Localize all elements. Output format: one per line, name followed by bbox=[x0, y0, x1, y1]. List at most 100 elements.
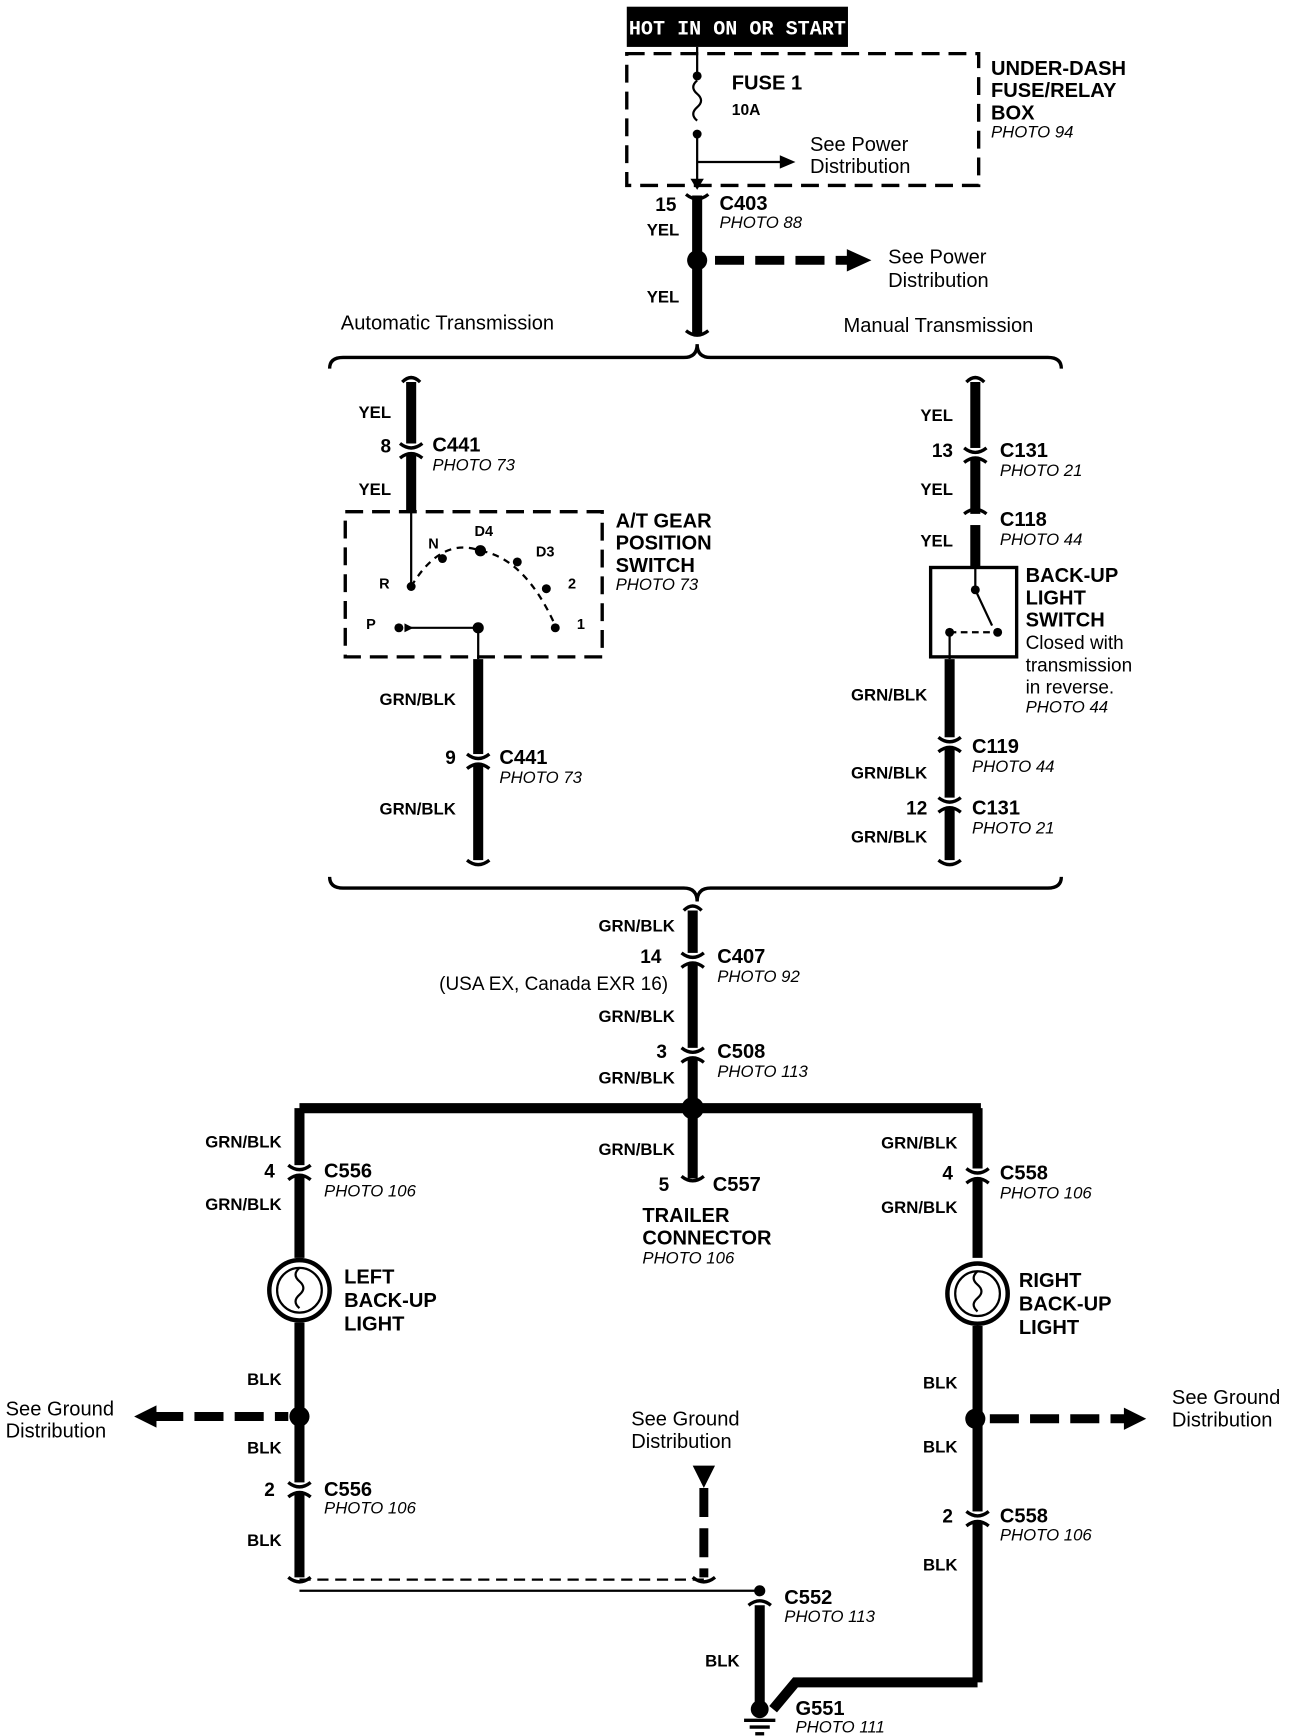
right-light-1: RIGHT bbox=[1019, 1270, 1082, 1292]
auto-c441-top-pin: 8 bbox=[381, 436, 392, 457]
left-c556-top-pin: 4 bbox=[264, 1161, 275, 1182]
manual-wire-top: YEL bbox=[920, 406, 953, 425]
pos-P: P bbox=[366, 617, 376, 633]
right-wire-top: GRN/BLK bbox=[881, 1133, 957, 1152]
bu-switch-photo: PHOTO 44 bbox=[1026, 698, 1109, 717]
right-c558-top-pin: 4 bbox=[942, 1164, 953, 1185]
left-wire-blk3: BLK bbox=[247, 1531, 281, 1550]
fuse-relay-box bbox=[625, 51, 981, 188]
manual-wire-mid: YEL bbox=[920, 480, 953, 499]
right-c558-bot-photo: PHOTO 106 bbox=[1000, 1526, 1093, 1545]
ground-icon bbox=[744, 1718, 776, 1736]
center-ground-arrow-icon bbox=[692, 1465, 716, 1488]
right-c558-bot-pin: 2 bbox=[942, 1507, 953, 1528]
right-ground-arrow-icon bbox=[1123, 1407, 1147, 1430]
left-see-ground-1: See Ground bbox=[6, 1398, 114, 1420]
manual-wire-low2: GRN/BLK bbox=[851, 764, 927, 783]
manual-c131-top-pin: 13 bbox=[932, 441, 953, 462]
fuse-name: FUSE 1 bbox=[732, 72, 802, 94]
left-c556-top-photo: PHOTO 106 bbox=[324, 1181, 417, 1200]
bu-switch-note-3: in reverse. bbox=[1026, 678, 1115, 699]
manual-c119-photo: PHOTO 44 bbox=[972, 757, 1055, 776]
c403-name: C403 bbox=[719, 193, 767, 215]
trailer-wire: GRN/BLK bbox=[598, 1140, 674, 1159]
right-ground-splice bbox=[965, 1408, 986, 1429]
fuse-box-title-2: FUSE/RELAY bbox=[991, 80, 1117, 102]
fuse-box-title-3: BOX bbox=[991, 103, 1035, 125]
right-c558-top-name: C558 bbox=[1000, 1163, 1048, 1185]
right-see-ground-2: Distribution bbox=[1172, 1410, 1273, 1432]
c403-pin-arrow bbox=[690, 178, 704, 190]
left-ground-splice bbox=[289, 1406, 310, 1427]
auto-wire-mid: YEL bbox=[358, 480, 391, 499]
c407-pin: 14 bbox=[640, 947, 662, 968]
back-up-light-switch bbox=[928, 565, 1019, 659]
c407-name: C407 bbox=[717, 946, 765, 968]
at-switch-title-2: POSITION bbox=[616, 533, 712, 555]
right-c558-top-photo: PHOTO 106 bbox=[1000, 1184, 1093, 1203]
bu-switch-title-1: BACK-UP bbox=[1026, 565, 1119, 587]
manual-c131-top-name: C131 bbox=[1000, 440, 1048, 462]
hot-label-box bbox=[626, 6, 848, 47]
auto-wire-low: GRN/BLK bbox=[380, 690, 456, 709]
left-wire-blk2: BLK bbox=[247, 1438, 281, 1457]
c508-photo: PHOTO 113 bbox=[717, 1062, 808, 1081]
manual-wire-mid2: YEL bbox=[920, 531, 953, 550]
center-see-ground-2: Distribution bbox=[631, 1431, 732, 1453]
auto-wire-top: YEL bbox=[358, 403, 391, 422]
right-light-2: BACK-UP bbox=[1019, 1293, 1112, 1315]
left-wire-mid: GRN/BLK bbox=[205, 1195, 281, 1214]
right-see-ground-1: See Ground bbox=[1172, 1387, 1280, 1409]
right-wire-blk2: BLK bbox=[923, 1437, 957, 1456]
left-c556-bot-name: C556 bbox=[324, 1479, 372, 1501]
c403-photo: PHOTO 88 bbox=[719, 213, 802, 232]
fuse-box-photo: PHOTO 94 bbox=[991, 122, 1074, 141]
c407-note: (USA EX, Canada EXR 16) bbox=[439, 974, 668, 995]
left-light-1: LEFT bbox=[344, 1267, 395, 1289]
right-c558-bot-name: C558 bbox=[1000, 1506, 1048, 1528]
arrow-right-icon-2 bbox=[846, 249, 872, 272]
c403-wire2: YEL bbox=[647, 288, 680, 307]
arrow-right-icon bbox=[779, 155, 796, 169]
see-power-1b: Distribution bbox=[810, 156, 911, 178]
right-light-3: LIGHT bbox=[1019, 1317, 1080, 1339]
at-gear-position-switch bbox=[343, 509, 604, 659]
left-c556-bot-pin: 2 bbox=[264, 1480, 275, 1501]
fuse-box-title-1: UNDER-DASH bbox=[991, 58, 1126, 80]
c403-wire1: YEL bbox=[647, 221, 680, 240]
left-wire-blk1: BLK bbox=[247, 1370, 281, 1389]
pos-N: N bbox=[428, 537, 438, 553]
c552-photo: PHOTO 113 bbox=[784, 1607, 875, 1626]
fuse-symbol bbox=[692, 79, 703, 122]
left-ground-arrow-icon bbox=[134, 1405, 157, 1428]
fuse-rating: 10A bbox=[732, 102, 761, 119]
see-power-2a: See Power bbox=[888, 247, 987, 269]
c557-name: C557 bbox=[713, 1174, 761, 1196]
splice-bus bbox=[681, 1097, 704, 1120]
see-power-1a: See Power bbox=[810, 134, 909, 156]
right-wire-mid: GRN/BLK bbox=[881, 1198, 957, 1217]
manual-c131-bot-photo: PHOTO 21 bbox=[972, 818, 1055, 837]
trunk-wire3: GRN/BLK bbox=[598, 1069, 674, 1088]
center-see-ground-1: See Ground bbox=[631, 1408, 739, 1430]
left-wire-top: GRN/BLK bbox=[205, 1132, 281, 1151]
pos-D3: D3 bbox=[536, 544, 555, 560]
manual-c131-top-photo: PHOTO 21 bbox=[1000, 461, 1083, 480]
pos-R: R bbox=[379, 577, 390, 593]
manual-c118-photo: PHOTO 44 bbox=[1000, 530, 1083, 549]
pos-2: 2 bbox=[568, 577, 576, 593]
c407-photo: PHOTO 92 bbox=[717, 967, 800, 986]
auto-wire-bot: GRN/BLK bbox=[380, 799, 456, 818]
trailer-title-2: CONNECTOR bbox=[642, 1227, 772, 1249]
auto-c441-bot-photo: PHOTO 73 bbox=[499, 768, 582, 787]
right-wire-blk3: BLK bbox=[923, 1556, 957, 1575]
manual-c119-name: C119 bbox=[972, 736, 1019, 758]
auto-c441-top-photo: PHOTO 73 bbox=[432, 455, 515, 474]
trailer-photo: PHOTO 106 bbox=[642, 1248, 735, 1267]
trunk-wire1: GRN/BLK bbox=[598, 917, 674, 936]
c508-pin: 3 bbox=[656, 1042, 667, 1063]
pos-1: 1 bbox=[577, 617, 585, 633]
splice-power bbox=[687, 250, 708, 271]
manual-c118-name: C118 bbox=[1000, 509, 1047, 531]
manual-c131-bot-pin: 12 bbox=[906, 798, 927, 819]
